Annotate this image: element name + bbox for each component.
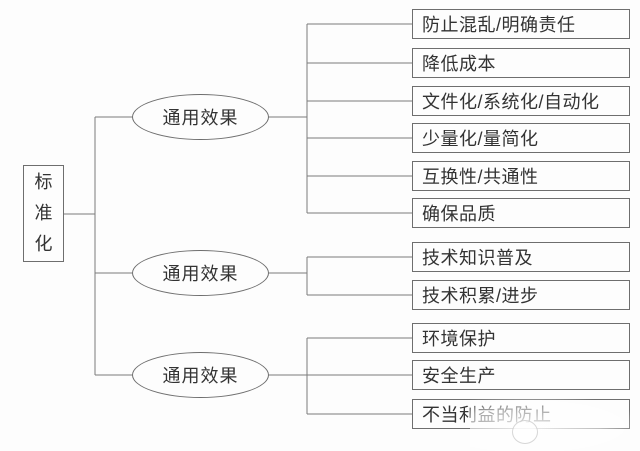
group-node-general-effect-1: 通用效果: [132, 94, 269, 140]
leaf-node: 确保品质: [412, 198, 630, 228]
leaf-node: 降低成本: [412, 48, 630, 78]
leaf-node: 互换性/共通性: [412, 161, 630, 191]
leaf-node: 文件化/系统化/自动化: [412, 86, 630, 116]
group-node-general-effect-3: 通用效果: [132, 352, 269, 398]
leaf-node: 安全生产: [412, 360, 630, 390]
group-label: 通用效果: [162, 108, 239, 128]
leaf-node: 技术知识普及: [412, 242, 630, 272]
leaf-node: 防止混乱/明确责任: [412, 9, 630, 39]
root-label: 标准化: [34, 172, 53, 254]
group-label: 通用效果: [162, 366, 239, 386]
leaf-node: 技术积累/进步: [412, 280, 630, 310]
group-label: 通用效果: [162, 264, 239, 284]
group-node-general-effect-2: 通用效果: [132, 250, 269, 296]
root-node-standardization: 标准化: [23, 165, 64, 262]
leaf-node: 少量化/量简化: [412, 123, 630, 153]
leaf-node: 不当利益的防止: [412, 399, 630, 429]
leaf-node: 环境保护: [412, 323, 630, 353]
